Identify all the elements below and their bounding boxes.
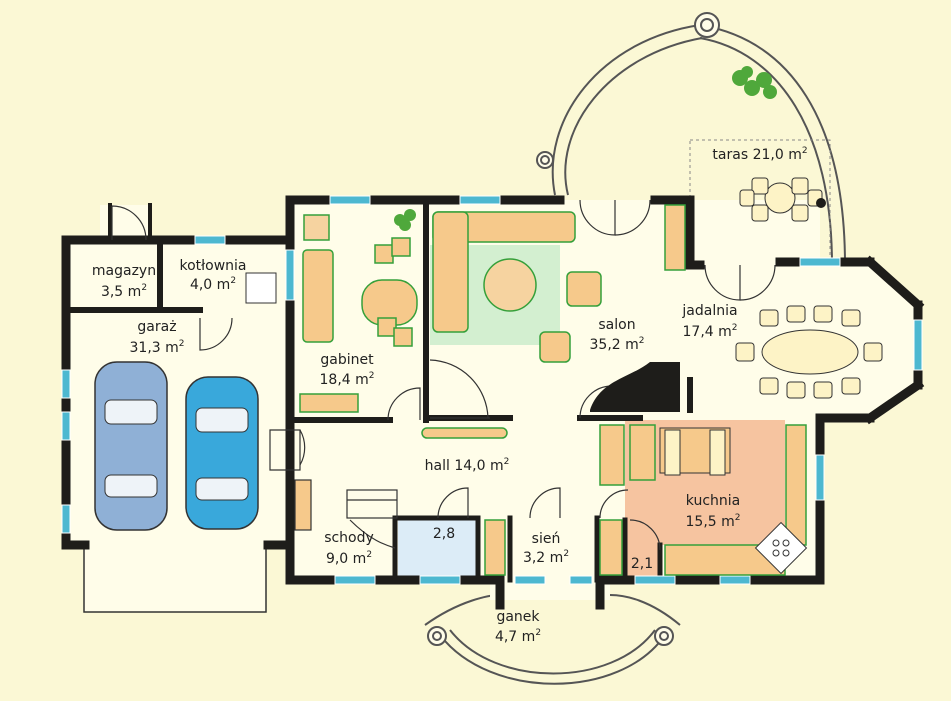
doors xyxy=(111,199,776,551)
boiler-icon xyxy=(245,272,277,304)
label-wc: 2,8 xyxy=(433,526,455,542)
label-ganek-name: ganek xyxy=(496,609,540,625)
terrace-railing xyxy=(536,12,846,266)
label-magazyn-name: magazyn xyxy=(92,263,156,279)
label-sien-name: sień xyxy=(532,531,561,547)
piano-icon xyxy=(590,362,680,412)
car-left xyxy=(94,361,168,531)
label-schody-area: 9,0 m2 xyxy=(326,550,372,567)
label-spizarnia: 2,1 xyxy=(631,556,653,572)
label-kotlownia-name: kotłownia xyxy=(180,258,247,274)
terrace-lamp-icon xyxy=(816,198,826,208)
room-labels: magazyn 3,5 m2 kotłownia 4,0 m2 garaż 31… xyxy=(92,146,808,645)
label-taras: taras 21,0 m2 xyxy=(712,146,807,163)
label-garaz-name: garaż xyxy=(137,319,176,335)
label-gabinet-name: gabinet xyxy=(320,352,374,368)
label-salon-name: salon xyxy=(598,317,635,333)
porch-railing xyxy=(424,594,681,685)
label-garaz-area: 31,3 m2 xyxy=(130,339,185,356)
car-right xyxy=(185,376,259,530)
label-sien-area: 3,2 m2 xyxy=(523,549,569,566)
dining-set xyxy=(659,177,883,476)
driveway xyxy=(83,537,267,613)
label-jadalnia-name: jadalnia xyxy=(681,303,737,319)
label-magazyn-area: 3,5 m2 xyxy=(101,283,147,300)
label-gabinet-area: 18,4 m2 xyxy=(320,371,375,388)
label-hall: hall 14,0 m2 xyxy=(425,457,510,474)
furniture xyxy=(299,204,807,576)
label-kuchnia-area: 15,5 m2 xyxy=(686,513,741,530)
stairs xyxy=(294,479,398,549)
label-ganek-area: 4,7 m2 xyxy=(495,628,541,645)
label-kuchnia-name: kuchnia xyxy=(686,493,740,509)
label-salon-area: 35,2 m2 xyxy=(590,336,645,353)
label-schody-name: schody xyxy=(324,530,374,546)
stove-icon xyxy=(754,521,808,575)
windows xyxy=(61,195,923,585)
plant-icon xyxy=(394,66,777,231)
label-kotlownia-area: 4,0 m2 xyxy=(190,276,236,293)
label-jadalnia-area: 17,4 m2 xyxy=(683,323,738,340)
